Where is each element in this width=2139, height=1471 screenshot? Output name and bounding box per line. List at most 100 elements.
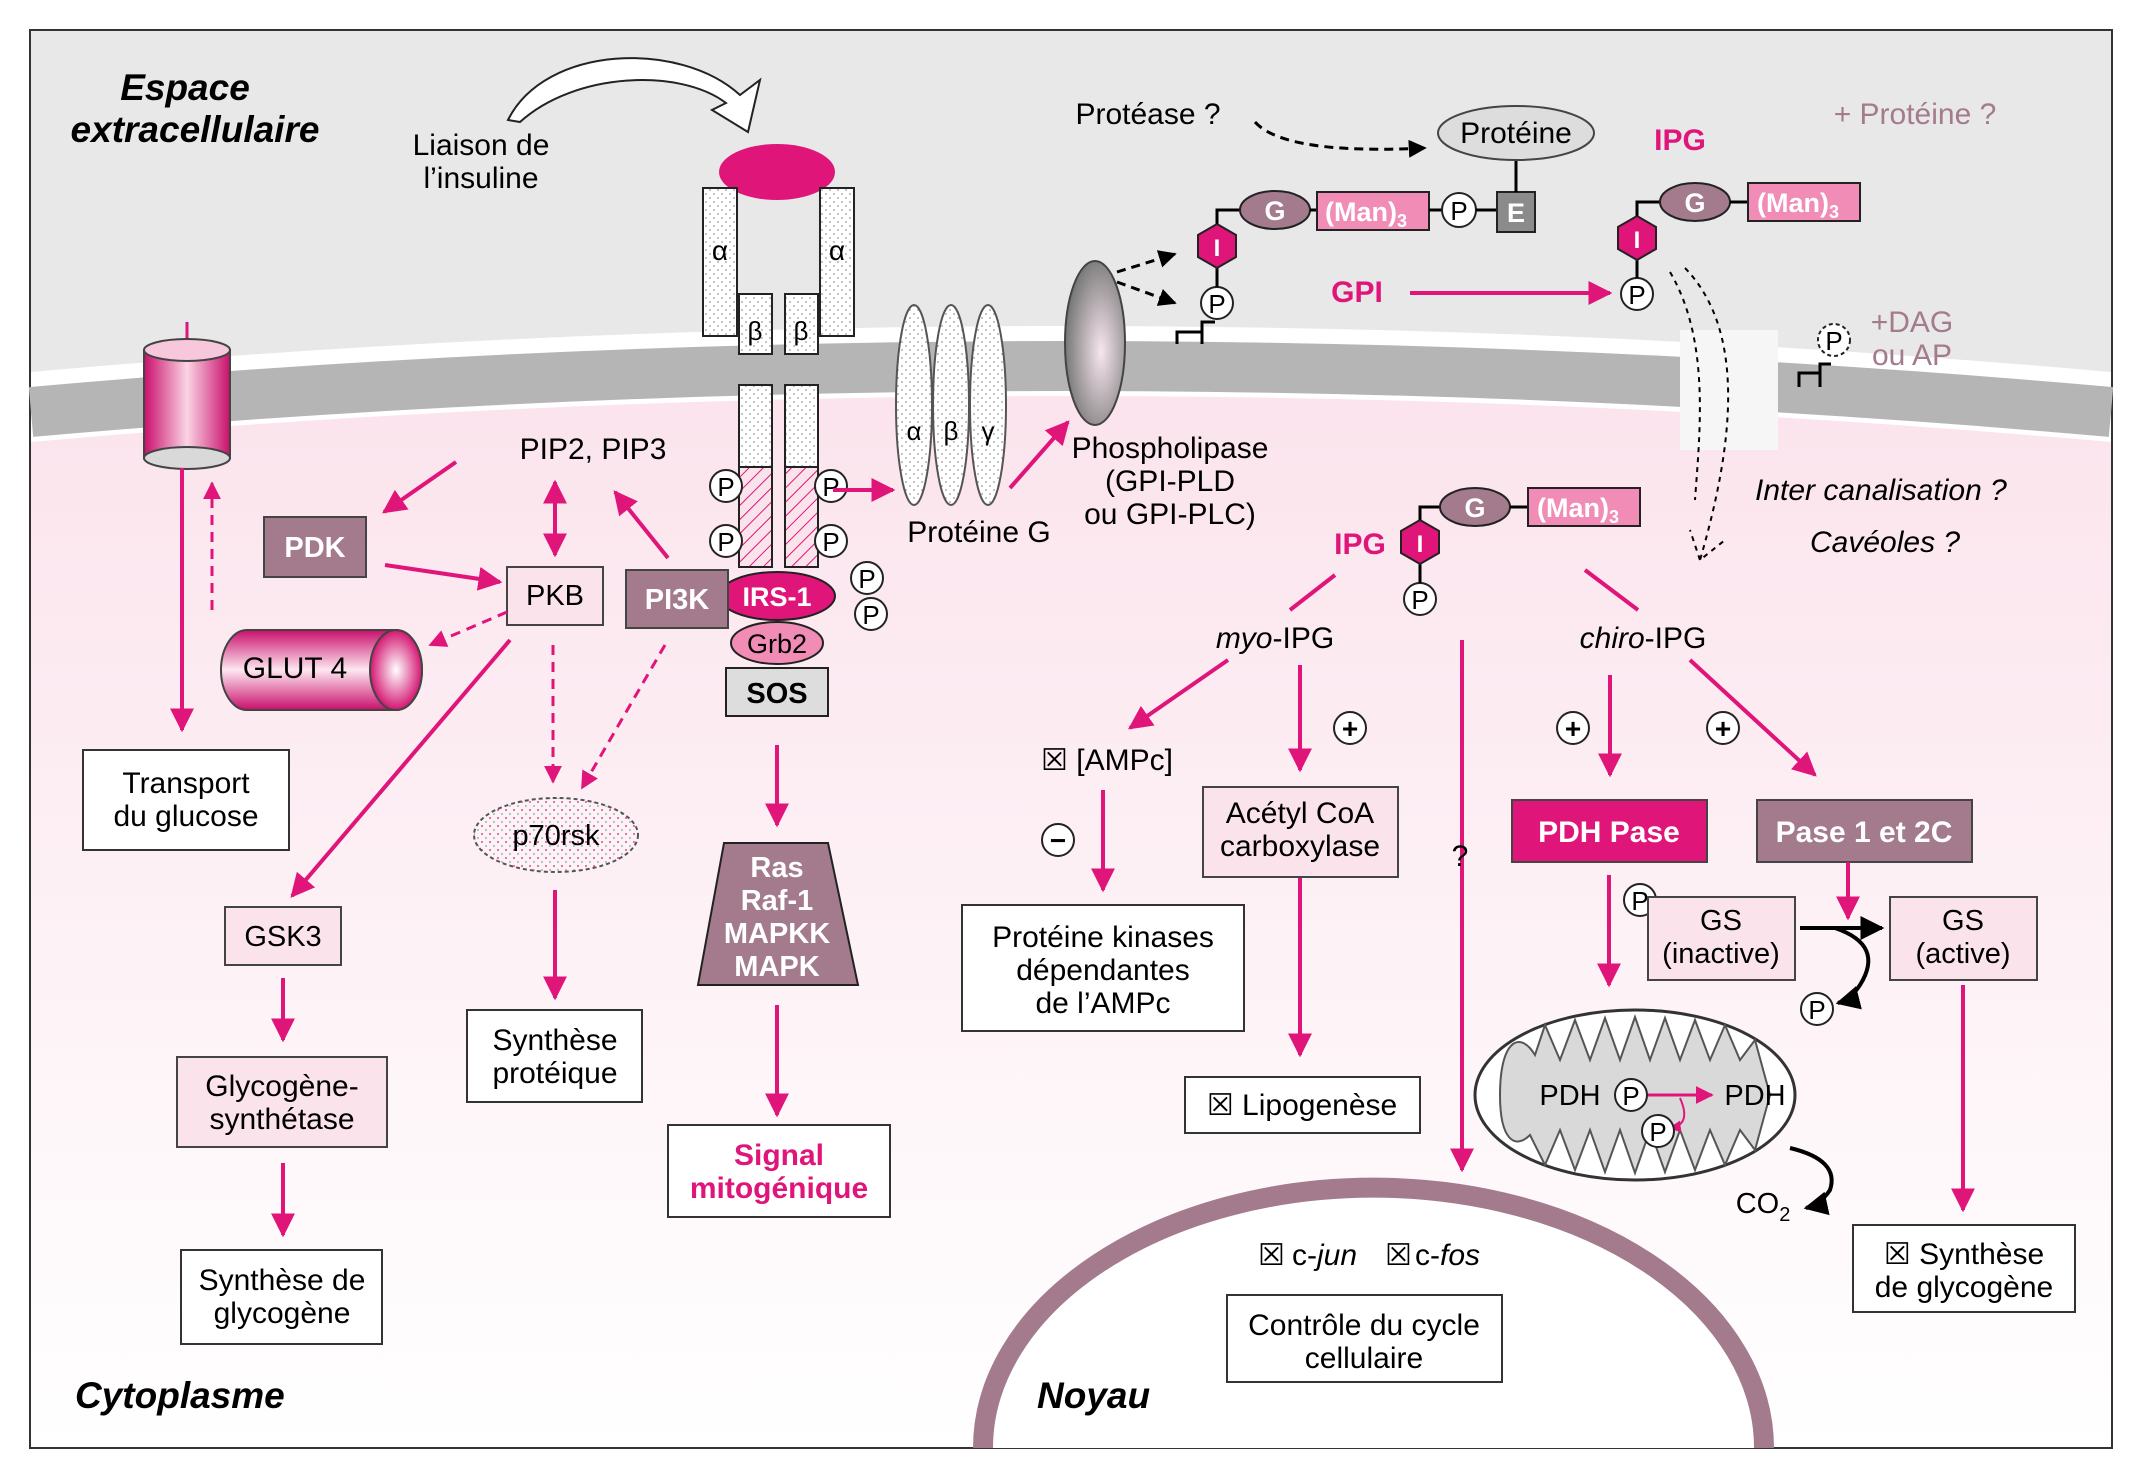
sos-node <box>725 667 829 717</box>
dag-line2: ou AP <box>1872 339 1952 372</box>
gs-active-node <box>1889 896 2038 981</box>
gsk3-node <box>224 906 342 966</box>
gpi-mannose-label: (Man)3 <box>1325 197 1407 231</box>
irs1-label: IRS-1 <box>742 582 811 612</box>
g-protein-beta-label: β <box>944 416 959 446</box>
svg-text:P: P <box>1622 1081 1639 1111</box>
pkb-node <box>506 566 604 626</box>
glycogen-synthase-line2: synthétase <box>209 1103 354 1136</box>
myo-activation-plus <box>1333 711 1367 745</box>
internalization-arrow-outer <box>1684 267 1730 563</box>
svg-text:P: P <box>1628 280 1645 310</box>
dag-anchor <box>1797 362 1831 387</box>
co2-label: CO2 <box>1736 1188 1791 1226</box>
svg-text:I: I <box>1214 235 1221 262</box>
insulin-binding-arrow <box>506 57 762 134</box>
cell-cycle-line1: Contrôle du cycle <box>1248 1309 1480 1342</box>
receptor-phospho-sites: P P P P P P <box>709 469 888 631</box>
camp-kinases-box <box>961 904 1245 1032</box>
svg-text:P: P <box>1631 886 1648 916</box>
svg-text:P: P <box>1649 1117 1666 1147</box>
gs-active-line2: (active) <box>1915 938 2010 970</box>
extracellular-title-2: extracellulaire <box>71 109 320 150</box>
pi3k-label: PI3K <box>645 584 710 616</box>
glucose-transport-line2: du glucose <box>113 800 258 833</box>
svg-text:P: P <box>1208 289 1225 319</box>
receptor-beta-left-ext <box>738 293 773 355</box>
cjun-label: c-jun <box>1292 1239 1357 1272</box>
receptor-beta-label-right: β <box>794 316 809 346</box>
arrow-pl-cleave-lower <box>1116 280 1177 306</box>
acetyl-coa-carboxylase-node <box>1202 786 1399 878</box>
pdh-phospho-label: PDH <box>1539 1080 1600 1112</box>
insulin-binding-line1: Liaison de <box>413 129 550 162</box>
receptor-alpha-left <box>702 187 738 337</box>
phospholipase-line1: Phospholipase <box>1072 432 1269 465</box>
glycogen-synthesis-box-right <box>1852 1224 2076 1313</box>
receptor-beta-label-left: β <box>748 316 763 346</box>
receptor-kinase-right <box>784 466 819 568</box>
raf1-label: Raf-1 <box>741 885 814 917</box>
ipg-ext-inositol <box>1617 214 1657 262</box>
svg-text:(Man)3: (Man)3 <box>1757 188 1839 222</box>
acc-line1: Acétyl CoA <box>1226 797 1374 830</box>
pi3k-node <box>625 569 729 629</box>
protein-synthesis-line2: protéique <box>492 1057 617 1090</box>
glucose-transport-box <box>82 749 290 851</box>
svg-text:P: P <box>862 600 879 630</box>
cfos-label: c-fos <box>1415 1239 1480 1272</box>
ampc-label: ☒ [AMPc] <box>1041 744 1173 777</box>
myo-ipg-label: myo-IPG <box>1216 622 1334 655</box>
svg-text:P: P <box>1808 995 1825 1025</box>
ipg-extracellular-label: IPG <box>1654 124 1706 157</box>
gpi-inositol <box>1197 222 1237 270</box>
g-protein-label: Protéine G <box>907 516 1050 549</box>
arrow-pl-cleave-upper <box>1116 250 1177 274</box>
gs-inactive-line2: (inactive) <box>1662 938 1780 970</box>
gs-active-line1: GS <box>1942 905 1984 937</box>
glycogen-synthase-node <box>176 1056 388 1148</box>
glycogen-synthesis-left-line1: Synthèse de <box>199 1264 366 1297</box>
gs-inactive-line1: GS <box>1700 905 1742 937</box>
arrow-pi3k-to-p70 <box>580 644 667 790</box>
glut4-label: GLUT 4 <box>243 652 348 685</box>
acc-line2: carboxylase <box>1220 830 1380 863</box>
receptor-alpha-right <box>819 187 855 337</box>
glycogen-synthesis-right-line1: ☒ Synthèse <box>1884 1238 2044 1271</box>
glycogen-synthase-line1: Glycogène- <box>205 1070 358 1103</box>
inter-canal-label: Inter canalisation ? <box>1755 474 2007 507</box>
line-ipg-to-myo <box>1288 573 1337 612</box>
insulin-binding-line2: l’insuline <box>423 162 538 195</box>
svg-text:−: − <box>1050 825 1066 856</box>
ipg-intracellular-label: IPG <box>1334 528 1386 561</box>
extracellular-title-1: Espace <box>120 67 250 108</box>
receptor-beta-left-tm <box>738 384 773 468</box>
cytoplasm-title: Cytoplasme <box>75 1375 285 1416</box>
phospholipase-line3: ou GPI-PLC) <box>1084 498 1256 531</box>
pdh-phosphatase-label: PDH Pase <box>1538 816 1680 849</box>
svg-text:P: P <box>1411 585 1428 615</box>
pip-label: PIP2, PIP3 <box>520 433 667 466</box>
pdh-phosphatase-node <box>1511 799 1708 863</box>
arrow-pkb-to-glut4 <box>428 610 508 647</box>
receptor-beta-right-tm <box>784 384 819 468</box>
pdk-label: PDK <box>284 532 345 564</box>
svg-text:P: P <box>1450 196 1467 226</box>
glycogen-synthesis-box-left <box>180 1249 383 1345</box>
svg-text:P: P <box>1825 326 1842 356</box>
svg-text:(Man)3: (Man)3 <box>1537 493 1619 527</box>
chiro-activation-plus-1 <box>1556 711 1590 745</box>
released-phosphate <box>1800 992 1834 1026</box>
grb2-node <box>730 621 824 665</box>
nucleus-gene-mark-2: ☒ <box>1385 1239 1412 1272</box>
svg-text:I: I <box>1417 531 1424 558</box>
gsk3-label: GSK3 <box>244 921 321 953</box>
arrow-pkb-to-gsk3 <box>290 638 512 898</box>
receptor-alpha-label-left: α <box>712 235 728 266</box>
arrow-pi3k-to-pip <box>613 490 670 560</box>
receptor-beta-right-ext <box>784 293 819 355</box>
mitogenic-signal-line2: mitogénique <box>690 1172 868 1205</box>
ipg-ext-mannose <box>1747 182 1861 222</box>
insulin-molecule <box>719 144 835 200</box>
